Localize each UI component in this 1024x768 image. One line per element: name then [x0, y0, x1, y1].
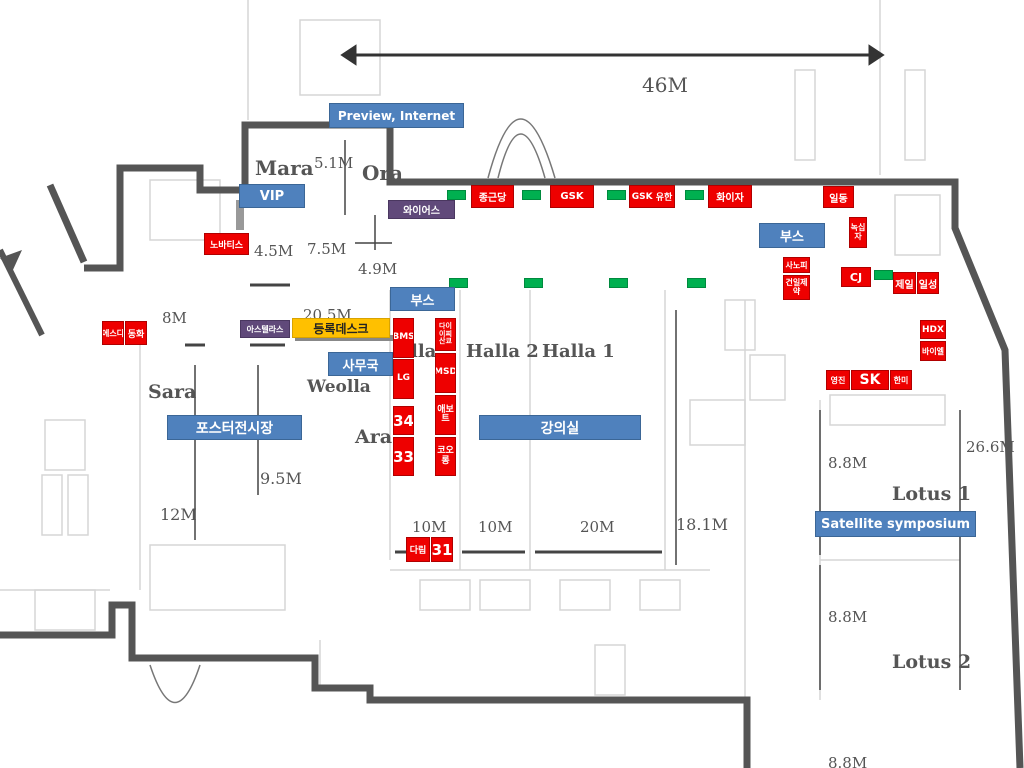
- dimension-9-5m: 9.5M: [260, 469, 302, 488]
- room-sara: Sara: [148, 381, 196, 403]
- dimension-8-8m-a: 8.8M: [828, 454, 867, 472]
- booth-sanofi[interactable]: 사노피: [783, 257, 810, 273]
- booth-chongkundang[interactable]: 종근당: [471, 185, 514, 208]
- satellite-symposium-label[interactable]: Satellite symposium: [815, 511, 976, 537]
- dimension-46m: 46M: [642, 73, 688, 97]
- booth-green-cross[interactable]: 녹십자: [849, 217, 867, 248]
- booth-hanmi[interactable]: 한미: [890, 370, 912, 390]
- booth-kunil[interactable]: 건일제약: [783, 275, 810, 300]
- booth-donghwa[interactable]: 동화: [125, 321, 147, 345]
- dimension-8-8m-c: 8.8M: [828, 754, 867, 768]
- vip-label[interactable]: VIP: [239, 184, 305, 208]
- dimension-8m: 8M: [162, 309, 187, 327]
- booth-abbott[interactable]: 애보트: [435, 395, 456, 435]
- booth-bayer[interactable]: 바이엘: [920, 341, 946, 361]
- booth-lg[interactable]: LG: [393, 359, 414, 399]
- dimension-10m-b: 10M: [478, 518, 512, 536]
- booth-ilsung[interactable]: 일성: [917, 272, 939, 294]
- dimension-12m: 12M: [160, 505, 197, 524]
- booth-wyeth[interactable]: 와이어스: [388, 200, 455, 219]
- green-booth-marker: [524, 278, 543, 288]
- dimension-26-6m: 26.6M: [966, 438, 1015, 456]
- booth-bms[interactable]: BMS: [393, 318, 414, 358]
- green-booth-marker: [447, 190, 466, 200]
- booth-sk[interactable]: SK: [851, 370, 889, 390]
- dimension-18-1m: 18.1M: [676, 515, 728, 534]
- booth-astellas[interactable]: 아스텔라스: [240, 320, 290, 338]
- green-booth-marker: [449, 278, 468, 288]
- booth-gsk[interactable]: GSK: [550, 185, 594, 208]
- room-weolla: Weolla: [306, 377, 371, 397]
- green-booth-marker: [687, 278, 706, 288]
- room-halla: lla: [411, 341, 437, 362]
- booth-gsk-yuhan-gsk: GSK: [631, 191, 653, 202]
- booth-daiichi-sankyo[interactable]: 다이이찌산쿄: [435, 318, 456, 351]
- booth-33[interactable]: 33: [393, 437, 414, 476]
- green-booth-marker: [874, 270, 893, 280]
- booth-esdi[interactable]: 에스디: [102, 321, 124, 345]
- room-lotus-1: Lotus 1: [892, 483, 971, 505]
- booth-pfizer[interactable]: 화이자: [708, 185, 752, 208]
- booth-novartis[interactable]: 노바티스: [204, 233, 249, 255]
- booth-label-center[interactable]: 부스: [390, 287, 455, 311]
- green-booth-marker: [685, 190, 704, 200]
- dimension-7-5m: 7.5M: [307, 240, 346, 258]
- registration-desk-label[interactable]: 등록데스크: [292, 318, 390, 338]
- room-ara: Ara: [354, 426, 392, 448]
- room-ora: Ora: [362, 161, 403, 185]
- booth-31[interactable]: 31: [431, 537, 453, 562]
- poster-hall-label[interactable]: 포스터전시장: [167, 415, 302, 440]
- room-mara: Mara: [255, 156, 314, 180]
- booth-gsk-yuhan[interactable]: GSK 유한: [629, 185, 675, 208]
- room-lotus-2: Lotus 2: [892, 651, 971, 673]
- booth-kolon[interactable]: 코오롱: [435, 437, 456, 476]
- room-halla-1: Halla 1: [542, 341, 615, 362]
- room-halla-2: Halla 2: [466, 341, 539, 362]
- booth-gsk-yuhan-yuhan: 유한: [655, 193, 673, 203]
- booth-msd[interactable]: MSD: [435, 353, 456, 393]
- green-booth-marker: [522, 190, 541, 200]
- booth-label-right[interactable]: 부스: [759, 223, 825, 248]
- dimension-8-8m-b: 8.8M: [828, 608, 867, 626]
- green-booth-marker: [607, 190, 626, 200]
- booth-jeil[interactable]: 제일: [893, 272, 916, 294]
- booth-youngjin[interactable]: 영진: [826, 370, 850, 390]
- booth-darim[interactable]: 다림: [406, 537, 430, 562]
- green-booth-marker: [609, 278, 628, 288]
- booth-34[interactable]: 34: [393, 406, 414, 435]
- dimension-4-5m: 4.5M: [254, 242, 293, 260]
- dimension-4-9m: 4.9M: [358, 260, 397, 278]
- dimension-5-1m: 5.1M: [314, 154, 353, 172]
- lecture-room-label[interactable]: 강의실: [479, 415, 641, 440]
- booth-hdx[interactable]: HDX: [920, 320, 946, 339]
- booth-ildong[interactable]: 일동: [823, 186, 854, 208]
- booth-cj[interactable]: CJ: [841, 267, 871, 287]
- dimension-20m: 20M: [580, 518, 614, 536]
- secretariat-label[interactable]: 사무국: [328, 352, 393, 376]
- preview-internet-label[interactable]: Preview, Internet: [329, 103, 464, 128]
- dimension-10m-a: 10M: [412, 518, 446, 536]
